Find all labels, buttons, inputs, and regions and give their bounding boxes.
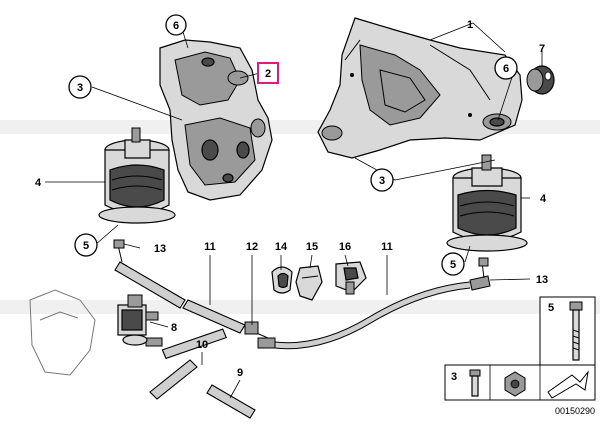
callout-9: 9 bbox=[237, 367, 243, 379]
arrow-icon bbox=[547, 370, 589, 399]
callout-label: 4 bbox=[35, 177, 42, 189]
callout-label: 3 bbox=[379, 175, 385, 187]
callout-label: 12 bbox=[246, 241, 258, 253]
callout-label: 13 bbox=[154, 243, 166, 255]
callout-label: 9 bbox=[237, 367, 243, 379]
callout-14: 14 bbox=[275, 241, 288, 253]
callout-12: 12 bbox=[246, 241, 258, 253]
part-engine-bracket-right bbox=[317, 17, 523, 159]
callout-6-top-left: 6 bbox=[165, 14, 187, 36]
callout-6-right: 6 bbox=[494, 56, 518, 80]
part-vacuum-hoses bbox=[113, 239, 491, 419]
callout-label: 10 bbox=[196, 339, 208, 351]
callout-label: 1 bbox=[467, 19, 473, 31]
fastener-legend: 5 3 bbox=[444, 296, 596, 401]
document-number: 00150290 bbox=[555, 406, 595, 416]
legend-label-3: 3 bbox=[451, 371, 457, 383]
callout-10: 10 bbox=[196, 339, 208, 351]
callout-2-highlighted: 2 bbox=[257, 62, 279, 84]
callout-8: 8 bbox=[171, 322, 177, 334]
callout-7: 7 bbox=[539, 43, 545, 55]
nut-icon bbox=[504, 371, 526, 397]
callout-label: 3 bbox=[77, 82, 83, 94]
callout-label: 2 bbox=[265, 68, 271, 80]
callout-label: 14 bbox=[275, 241, 288, 253]
callout-label: 7 bbox=[539, 43, 545, 55]
callout-label: 8 bbox=[171, 322, 177, 334]
callout-1: 1 bbox=[467, 19, 473, 31]
callout-15: 15 bbox=[306, 241, 318, 253]
bolt-icon bbox=[569, 301, 583, 361]
part-engine-mount-right bbox=[446, 154, 528, 252]
callout-13-right: 13 bbox=[536, 274, 548, 286]
callout-13-left: 13 bbox=[154, 243, 166, 255]
callout-label: 11 bbox=[381, 241, 393, 253]
callout-3-center: 3 bbox=[370, 168, 394, 192]
callout-11-left: 11 bbox=[204, 241, 216, 253]
callout-label: 5 bbox=[450, 259, 456, 271]
callout-5-left: 5 bbox=[74, 233, 98, 257]
callout-4-left: 4 bbox=[35, 177, 42, 189]
part-engine-mount-left bbox=[98, 127, 176, 224]
callout-4-right: 4 bbox=[540, 193, 547, 205]
callout-label: 11 bbox=[204, 241, 216, 253]
callout-label: 13 bbox=[536, 274, 548, 286]
part-rubber-stop bbox=[526, 65, 555, 95]
legend-label-5: 5 bbox=[548, 302, 554, 314]
callout-16: 16 bbox=[339, 241, 351, 253]
callout-11-right: 11 bbox=[381, 241, 393, 253]
callout-label: 4 bbox=[540, 193, 547, 205]
screw-icon bbox=[469, 369, 481, 397]
callout-label: 6 bbox=[173, 20, 179, 32]
callout-label: 16 bbox=[339, 241, 351, 253]
callout-label: 5 bbox=[83, 240, 89, 252]
callout-3-left: 3 bbox=[68, 75, 92, 99]
callout-5-right: 5 bbox=[441, 252, 465, 276]
part-engine-bracket-left bbox=[159, 39, 273, 201]
part-hose-clips bbox=[271, 261, 367, 301]
callout-label: 15 bbox=[306, 241, 318, 253]
part-solenoid-valve bbox=[29, 289, 163, 376]
callout-label: 6 bbox=[503, 63, 509, 75]
